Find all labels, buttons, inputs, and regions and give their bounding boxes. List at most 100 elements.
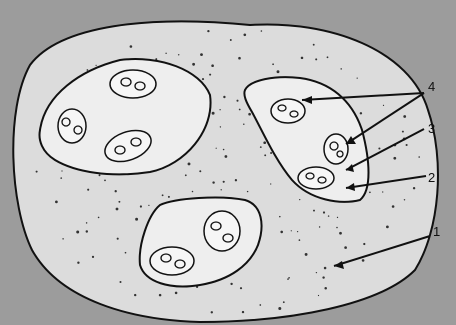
speckle-dot	[337, 217, 338, 218]
speckle-dot	[62, 238, 63, 239]
speckle-dot	[99, 174, 101, 176]
speckle-dot	[235, 179, 237, 181]
speckle-dot	[378, 147, 380, 149]
speckle-dot	[175, 292, 178, 295]
speckle-dot	[328, 215, 329, 216]
speckle-dot	[225, 155, 228, 158]
speckle-dot	[263, 141, 266, 144]
speckle-dot	[319, 226, 320, 227]
speckle-dot	[259, 304, 261, 306]
label-4: 4	[428, 79, 435, 94]
speckle-dot	[403, 115, 406, 118]
speckle-dot	[168, 196, 170, 198]
speckle-dot	[223, 149, 225, 151]
speckle-dot	[119, 281, 121, 283]
speckle-dot	[185, 174, 187, 176]
speckle-dot	[188, 162, 191, 165]
speckle-dot	[288, 277, 290, 279]
speckle-dot	[270, 183, 271, 184]
speckle-dot	[316, 272, 317, 273]
speckle-dot	[104, 180, 106, 182]
speckle-dot	[315, 58, 317, 60]
speckle-dot	[324, 287, 327, 290]
speckle-dot	[192, 63, 195, 66]
speckle-dot	[280, 231, 283, 234]
speckle-dot	[230, 283, 232, 285]
speckle-dot	[322, 276, 324, 278]
label-3: 3	[428, 121, 435, 136]
speckle-dot	[313, 44, 315, 46]
speckle-dot	[148, 205, 149, 206]
speckle-dot	[87, 69, 89, 71]
speckle-dot	[360, 112, 362, 114]
speckle-dot	[402, 131, 404, 133]
speckle-dot	[339, 232, 342, 235]
speckle-dot	[223, 181, 225, 183]
speckle-dot	[135, 218, 138, 221]
speckle-dot	[272, 63, 274, 65]
speckle-dot	[212, 181, 214, 183]
speckle-dot	[318, 295, 319, 296]
speckle-dot	[261, 30, 263, 32]
speckle-dot	[159, 294, 162, 297]
speckle-dot	[393, 157, 396, 160]
label-2: 2	[428, 170, 435, 185]
speckle-dot	[340, 68, 342, 70]
speckle-dot	[247, 191, 248, 192]
speckle-dot	[92, 256, 94, 258]
speckle-dot	[125, 252, 127, 254]
speckle-dot	[243, 33, 246, 36]
speckle-dot	[264, 154, 266, 156]
speckle-dot	[344, 246, 347, 249]
speckle-dot	[216, 148, 217, 149]
speckle-dot	[239, 109, 241, 111]
speckle-dot	[248, 113, 251, 116]
speckle-dot	[279, 216, 281, 218]
speckle-dot	[418, 156, 420, 158]
speckle-dot	[212, 112, 215, 115]
speckle-dot	[238, 57, 241, 60]
speckle-dot	[406, 144, 408, 146]
speckle-dot	[230, 39, 232, 41]
speckle-dot	[207, 30, 209, 32]
speckle-dot	[77, 262, 79, 264]
speckle-dot	[323, 211, 325, 213]
speckle-dot	[55, 201, 58, 204]
speckle-dot	[95, 65, 96, 66]
speckle-dot	[291, 230, 292, 231]
speckle-dot	[61, 170, 62, 171]
speckle-dot	[221, 189, 222, 190]
speckle-dot	[287, 278, 289, 280]
speckle-dot	[118, 201, 120, 203]
speckle-dot	[327, 56, 329, 58]
speckle-dot	[283, 301, 285, 303]
speckle-dot	[165, 53, 166, 54]
speckle-dot	[219, 109, 220, 110]
speckle-dot	[199, 170, 201, 172]
speckle-dot	[200, 53, 203, 56]
speckle-dot	[236, 100, 238, 102]
speckle-dot	[313, 210, 315, 212]
speckle-dot	[363, 243, 365, 245]
speckle-dot	[383, 105, 384, 106]
speckle-dot	[242, 311, 244, 313]
speckle-dot	[299, 239, 301, 241]
speckle-dot	[278, 307, 281, 310]
speckle-dot	[369, 191, 371, 193]
speckle-dot	[357, 77, 358, 78]
speckle-dot	[209, 74, 211, 76]
speckle-dot	[362, 259, 365, 262]
speckle-dot	[382, 191, 383, 192]
speckle-dot	[130, 45, 133, 48]
speckle-dot	[277, 70, 280, 73]
speckle-dot	[240, 287, 242, 289]
speckle-dot	[98, 217, 100, 219]
speckle-dot	[86, 230, 88, 232]
speckle-dot	[413, 187, 415, 189]
speckle-dot	[192, 191, 194, 193]
speckle-dot	[270, 152, 272, 154]
speckle-dot	[117, 238, 119, 240]
speckle-dot	[87, 189, 89, 191]
